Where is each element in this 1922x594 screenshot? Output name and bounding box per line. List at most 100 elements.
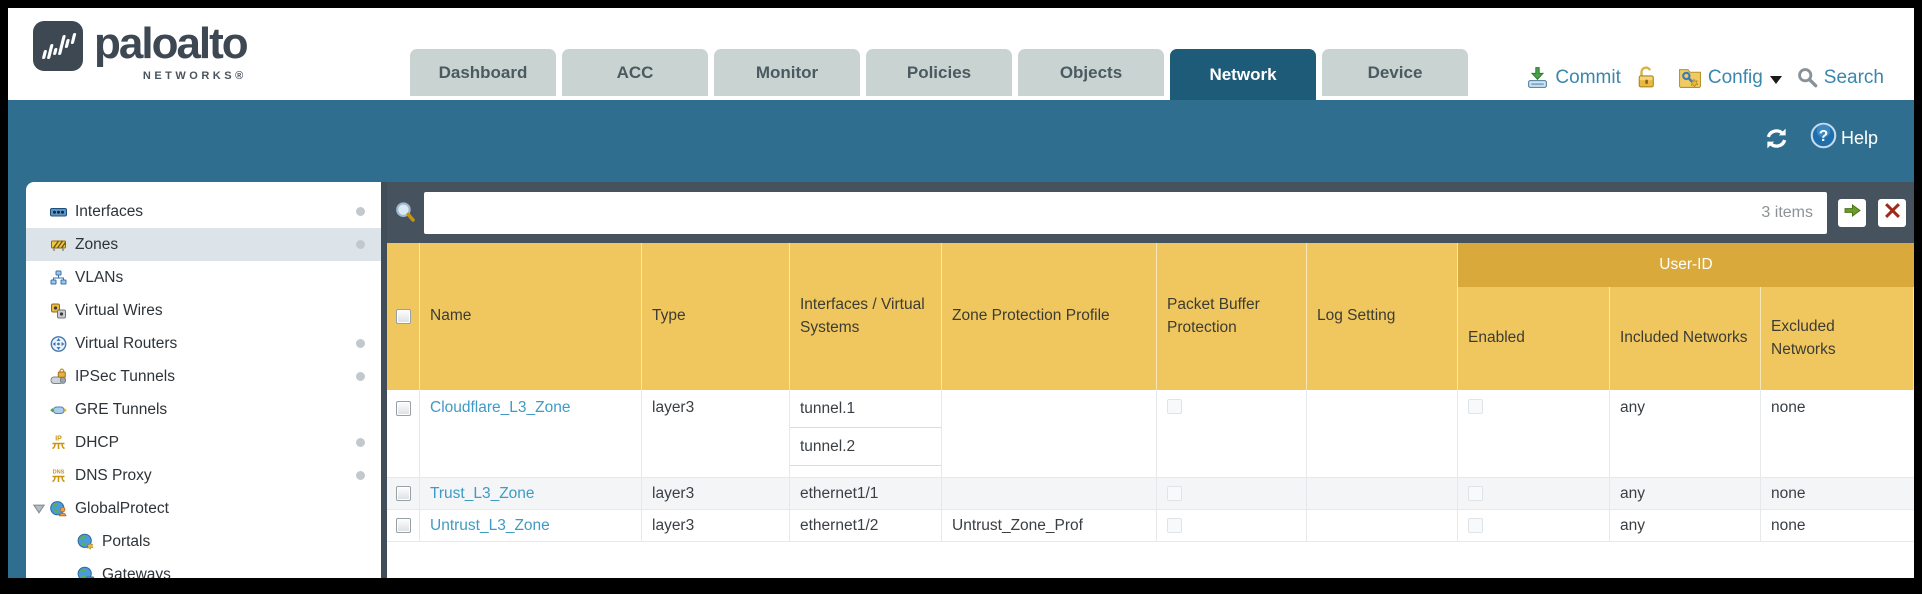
- caret-down-icon[interactable]: [1769, 75, 1782, 84]
- virtual-wires-icon: [48, 302, 68, 320]
- items-count: 3 items: [1761, 203, 1813, 221]
- help-button[interactable]: ? Help: [1810, 122, 1878, 154]
- filter-bar: 3 items: [387, 182, 1914, 243]
- zone-protection-profile: [942, 390, 1157, 477]
- globalprotect-icon: [48, 500, 68, 518]
- excluded-networks: none: [1771, 399, 1806, 416]
- sidebar-item-dns-proxy[interactable]: DNS DNS Proxy: [26, 459, 381, 492]
- sidebar-item-label: VLANs: [75, 268, 124, 286]
- svg-text:?: ?: [1819, 128, 1829, 145]
- zone-name-link[interactable]: Trust_L3_Zone: [430, 484, 535, 502]
- user-id-enabled-checkbox[interactable]: [1468, 399, 1483, 414]
- sidebar-item-gre-tunnels[interactable]: GRE Tunnels: [26, 393, 381, 426]
- zone-protection-profile: Untrust_Zone_Prof: [942, 510, 1157, 541]
- paloalto-mark-icon: [32, 20, 84, 77]
- sidebar-item-dhcp[interactable]: IP DHCP: [26, 426, 381, 459]
- table-empty-space: [387, 542, 1914, 578]
- tab-dashboard[interactable]: Dashboard: [410, 49, 556, 96]
- user-id-enabled-checkbox[interactable]: [1468, 486, 1483, 501]
- included-networks: any: [1610, 510, 1761, 541]
- packet-buffer-protection-checkbox[interactable]: [1167, 399, 1182, 414]
- teal-band: ? Help: [8, 100, 1914, 182]
- filter-magnifier-icon: [393, 200, 418, 225]
- clear-filter-button[interactable]: [1878, 198, 1906, 227]
- tab-policies[interactable]: Policies: [866, 49, 1012, 96]
- zone-interfaces: ethernet1/2: [790, 510, 942, 541]
- zone-name-link[interactable]: Untrust_L3_Zone: [430, 516, 550, 534]
- virtual-routers-icon: [48, 335, 68, 353]
- zone-name-link[interactable]: Cloudflare_L3_Zone: [430, 399, 571, 416]
- tab-acc[interactable]: ACC: [562, 49, 708, 96]
- sidebar-item-label: Zones: [75, 235, 119, 253]
- brand-subtitle: NETWORKS®: [142, 70, 247, 82]
- sidebar-item-label: DNS Proxy: [75, 466, 152, 484]
- tab-objects[interactable]: Objects: [1018, 49, 1164, 96]
- column-header-included-networks[interactable]: Included Networks: [1610, 287, 1761, 390]
- user-id-enabled-checkbox[interactable]: [1468, 518, 1483, 533]
- item-status-dot: [356, 372, 365, 381]
- red-x-icon: [1884, 202, 1901, 224]
- sidebar-item-virtual-wires[interactable]: Virtual Wires: [26, 294, 381, 327]
- filter-field: 3 items: [424, 191, 1827, 234]
- excluded-networks: none: [1771, 516, 1806, 534]
- help-label: Help: [1840, 127, 1878, 148]
- zones-icon: [48, 236, 68, 254]
- excluded-networks: none: [1771, 484, 1806, 502]
- item-status-dot: [356, 471, 365, 480]
- commit-button[interactable]: Commit: [1555, 66, 1621, 88]
- row-checkbox[interactable]: [395, 486, 411, 501]
- sidebar-item-ipsec-tunnels[interactable]: IPSec Tunnels: [26, 360, 381, 393]
- sidebar-item-label: GRE Tunnels: [75, 400, 168, 418]
- sidebar-item-zones[interactable]: Zones: [26, 228, 381, 261]
- column-header-excluded-networks[interactable]: Excluded Networks: [1761, 287, 1914, 390]
- tab-monitor[interactable]: Monitor: [714, 49, 860, 96]
- sidebar-item-virtual-routers[interactable]: Virtual Routers: [26, 327, 381, 360]
- sidebar-item-label: DHCP: [75, 433, 119, 451]
- column-header-type[interactable]: Type: [642, 243, 790, 390]
- zones-table-header: Name Type Interfaces / Virtual Systems Z…: [387, 243, 1914, 390]
- sidebar-item-portals[interactable]: Portals: [26, 525, 381, 558]
- sidebar-item-label: GlobalProtect: [75, 499, 169, 517]
- sidebar-item-globalprotect[interactable]: GlobalProtect: [26, 492, 381, 525]
- packet-buffer-protection-checkbox[interactable]: [1167, 486, 1182, 501]
- zone-type: layer3: [642, 390, 790, 477]
- config-button[interactable]: Config: [1707, 66, 1763, 88]
- item-status-dot: [356, 207, 365, 216]
- column-header-name[interactable]: Name: [420, 243, 642, 390]
- select-all-checkbox[interactable]: [395, 309, 411, 324]
- row-checkbox[interactable]: [395, 401, 411, 416]
- sidebar-item-label: IPSec Tunnels: [75, 367, 175, 385]
- svg-text:IP: IP: [55, 435, 62, 442]
- row-checkbox[interactable]: [395, 518, 411, 533]
- apply-filter-button[interactable]: [1838, 198, 1866, 227]
- sidebar-item-label: Virtual Wires: [75, 301, 163, 319]
- filter-input[interactable]: [424, 191, 1762, 234]
- gateways-icon: [75, 566, 95, 578]
- tab-network[interactable]: Network: [1170, 49, 1316, 100]
- search-icon: [1796, 66, 1819, 89]
- triangle-down-icon[interactable]: [33, 504, 45, 514]
- green-arrow-icon: [1843, 201, 1862, 225]
- dns-proxy-icon: DNS: [48, 467, 68, 485]
- packet-buffer-protection-checkbox[interactable]: [1167, 518, 1182, 533]
- config-icon: [1677, 66, 1703, 89]
- lock-icon[interactable]: [1635, 65, 1658, 90]
- column-header-enabled[interactable]: Enabled: [1458, 287, 1610, 390]
- sidebar-item-vlans[interactable]: VLANs: [26, 261, 381, 294]
- search-button[interactable]: Search: [1823, 66, 1884, 88]
- column-header-interfaces[interactable]: Interfaces / Virtual Systems: [790, 243, 942, 390]
- sidebar-item-interfaces[interactable]: Interfaces: [26, 195, 381, 228]
- item-status-dot: [356, 339, 365, 348]
- column-header-packet-buffer-protection[interactable]: Packet Buffer Protection: [1157, 243, 1307, 390]
- refresh-icon[interactable]: [1763, 126, 1790, 151]
- sidebar-item-gateways[interactable]: Gateways: [26, 558, 381, 578]
- column-header-log-setting[interactable]: Log Setting: [1307, 243, 1458, 390]
- column-header-zone-protection-profile[interactable]: Zone Protection Profile: [942, 243, 1157, 390]
- tab-device[interactable]: Device: [1322, 49, 1468, 96]
